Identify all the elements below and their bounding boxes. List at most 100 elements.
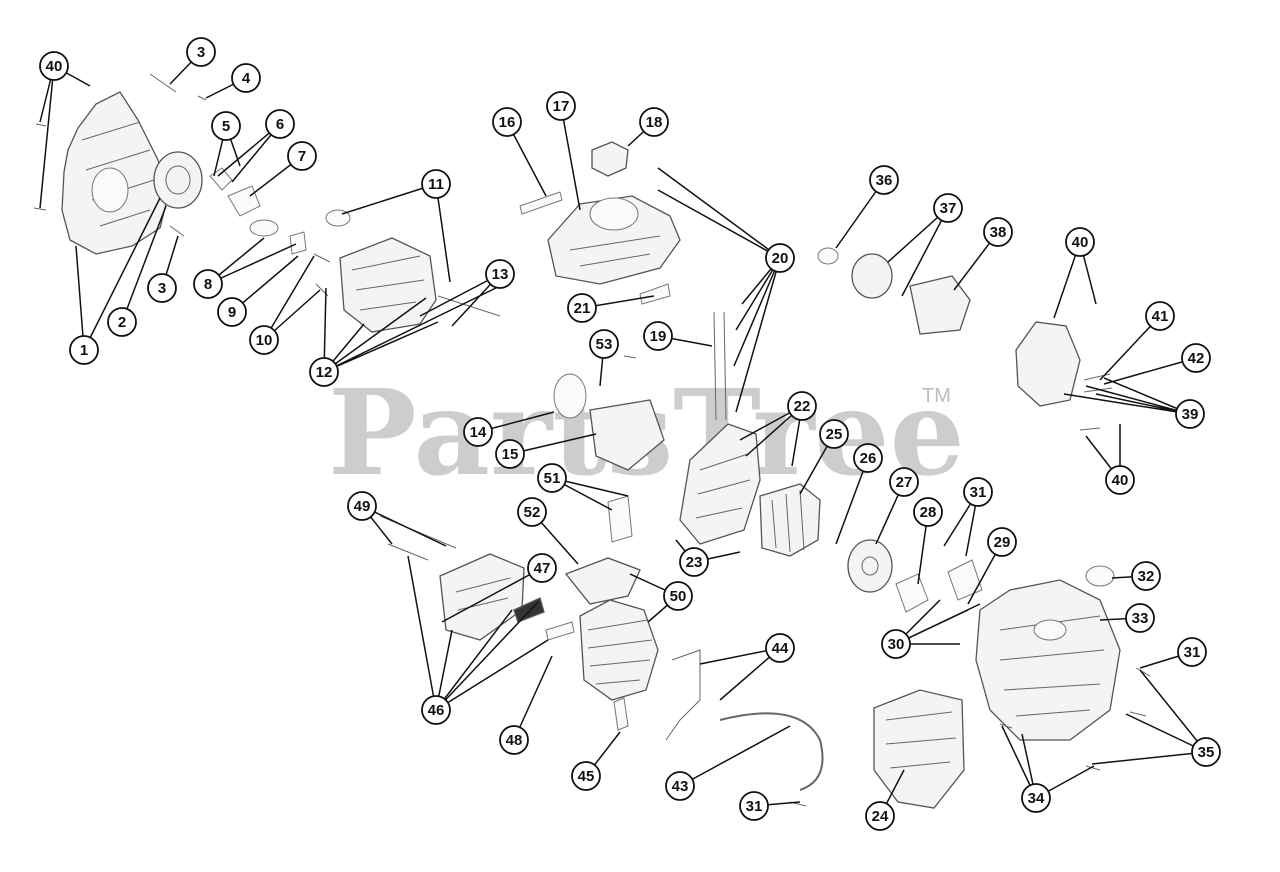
callout-circle: [765, 243, 795, 273]
callout-circle: [665, 771, 695, 801]
callout-number: 22: [794, 398, 811, 415]
callout-number: 5: [222, 118, 230, 135]
callout-circle: [1065, 227, 1095, 257]
callout-number: 27: [896, 474, 913, 491]
callout-circle: [639, 107, 669, 137]
callout-number: 31: [970, 484, 987, 501]
callout-c26: 26: [853, 443, 883, 473]
callout-number: 29: [994, 534, 1011, 551]
callout-circle: [495, 439, 525, 469]
callout-c33: 33: [1125, 603, 1155, 633]
callout-circle: [39, 51, 69, 81]
part-illustrations: [33, 73, 1151, 809]
callout-number: 25: [826, 426, 843, 443]
callout-c23: 23: [679, 547, 709, 577]
callout-c31a: 31: [963, 477, 993, 507]
callout-circle: [1175, 399, 1205, 429]
callout-circle: [983, 217, 1013, 247]
callout-c9: 9: [217, 297, 247, 327]
callout-circle: [69, 335, 99, 365]
callout-number: 53: [596, 336, 613, 353]
callout-circle: [249, 325, 279, 355]
callout-circle: [463, 417, 493, 447]
part-clutch-disc: [847, 539, 893, 593]
callout-circle: [217, 297, 247, 327]
callout-c2: 2: [107, 307, 137, 337]
callout-c44: 44: [765, 633, 795, 663]
callout-circle: [933, 193, 963, 223]
callout-number: 47: [534, 560, 551, 577]
callout-number: 35: [1198, 744, 1215, 761]
callout-c6: 6: [265, 109, 295, 139]
callout-number: 44: [772, 640, 789, 657]
callout-circle: [567, 293, 597, 323]
callout-circle: [186, 37, 216, 67]
part-cylinder: [579, 599, 659, 701]
part-fuel-cap: [591, 141, 629, 177]
callout-circle: [211, 111, 241, 141]
callout-number: 3: [197, 44, 205, 61]
callout-circle: [865, 801, 895, 831]
callout-circle: [517, 497, 547, 527]
callout-circle: [881, 629, 911, 659]
callout-number: 18: [646, 114, 663, 131]
callout-c13: 13: [485, 259, 515, 289]
callout-circle: [889, 467, 919, 497]
callout-c1: 1: [69, 335, 99, 365]
callout-circle: [869, 165, 899, 195]
callout-c3a: 3: [186, 37, 216, 67]
callout-number: 15: [502, 446, 519, 463]
callout-circle: [147, 273, 177, 303]
callout-c41: 41: [1145, 301, 1175, 331]
callout-number: 50: [670, 588, 687, 605]
callout-number: 52: [524, 504, 541, 521]
callout-circle: [537, 463, 567, 493]
callout-circle: [589, 329, 619, 359]
callout-circle: [739, 791, 769, 821]
callout-c16: 16: [492, 107, 522, 137]
callout-c25: 25: [819, 419, 849, 449]
callout-number: 31: [746, 798, 763, 815]
part-crankcase: [975, 579, 1121, 741]
callout-number: 6: [276, 116, 284, 133]
callout-circle: [527, 553, 557, 583]
callout-c17: 17: [546, 91, 576, 121]
callout-c15: 15: [495, 439, 525, 469]
callout-c47: 47: [527, 553, 557, 583]
callout-number: 28: [920, 504, 937, 521]
callout-c10: 10: [249, 325, 279, 355]
callout-number: 20: [772, 250, 789, 267]
callout-circle: [787, 391, 817, 421]
callout-c7: 7: [287, 141, 317, 171]
callout-number: 43: [672, 778, 689, 795]
callout-c42: 42: [1181, 343, 1211, 373]
callout-number: 48: [506, 732, 523, 749]
callout-c18: 18: [639, 107, 669, 137]
part-fan-housing: [679, 423, 761, 545]
callout-c52: 52: [517, 497, 547, 527]
callout-circle: [485, 259, 515, 289]
callout-c19: 19: [643, 321, 673, 351]
callout-number: 34: [1028, 790, 1045, 807]
callout-number: 11: [428, 176, 444, 193]
callout-c45: 45: [571, 761, 601, 791]
callout-c28: 28: [913, 497, 943, 527]
callout-circle: [546, 91, 576, 121]
callout-number: 33: [1132, 610, 1149, 627]
callout-number: 41: [1152, 308, 1169, 325]
callout-number: 14: [470, 424, 487, 441]
callout-circle: [1191, 737, 1221, 767]
callout-circle: [765, 633, 795, 663]
callout-number: 21: [574, 300, 591, 317]
callout-c32: 32: [1131, 561, 1161, 591]
callout-circle: [421, 695, 451, 725]
callout-number: 13: [492, 266, 509, 283]
callout-c46: 46: [421, 695, 451, 725]
callout-c30: 30: [881, 629, 911, 659]
callout-circle: [309, 357, 339, 387]
callout-number: 26: [860, 450, 877, 467]
callout-number: 46: [428, 702, 445, 719]
callout-number: 7: [298, 148, 306, 165]
callout-number: 10: [256, 332, 273, 349]
